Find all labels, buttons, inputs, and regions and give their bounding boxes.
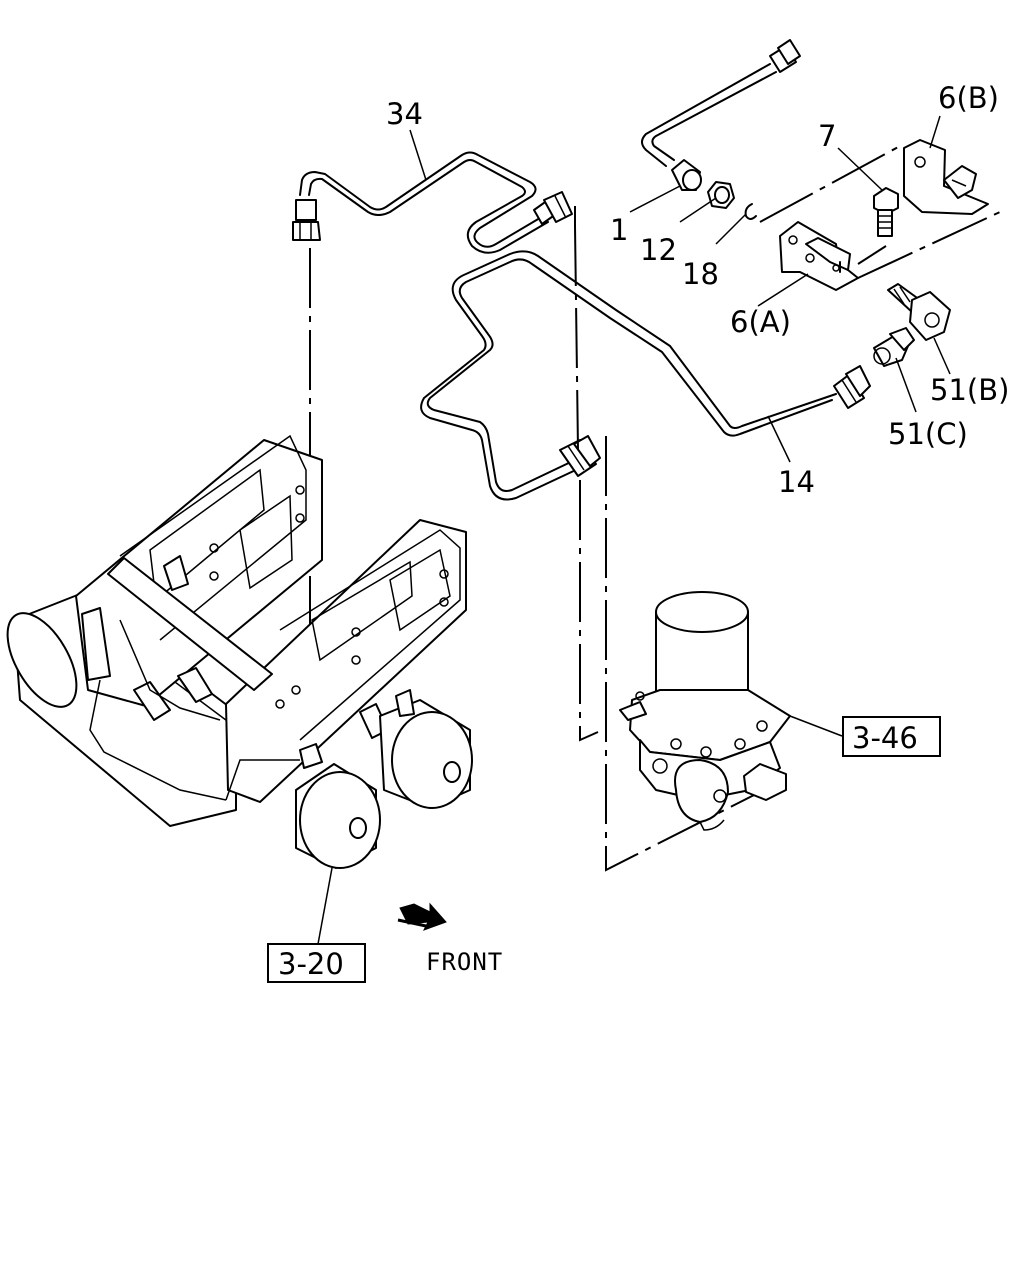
leader-lines [409,115,951,463]
air-dryer [619,591,791,831]
alignment-line [857,245,887,265]
connection-line [579,480,599,742]
callout-34: 34 [386,97,423,131]
callout-6a: 6(A) [730,305,791,339]
part-18-ring [744,203,757,220]
bracket-6a [779,221,859,291]
bracket-6b [903,139,989,215]
brake-assembly [6,434,473,869]
bolt-7 [873,187,899,237]
fitting-51c [873,327,915,367]
pipe-upper-right [641,39,801,191]
alignment-line [759,145,901,223]
callout-51c: 51(C) [888,417,968,451]
callout-7: 7 [818,119,836,153]
reference-3-20: 3-20 [278,947,344,981]
callout-1: 1 [610,213,628,247]
part-12-nut [707,181,735,209]
front-arrow [397,902,447,931]
callout-6b: 6(B) [938,81,999,115]
callout-12: 12 [640,233,677,267]
pipe-14 [420,250,871,501]
callout-18: 18 [682,257,719,291]
leader-3-46 [789,715,843,737]
callout-14: 14 [778,465,815,499]
pipe-34 [292,151,573,254]
alignment-line [857,211,1001,279]
reference-box-3-46[interactable]: 3-46 [842,716,941,757]
reference-box-3-20[interactable]: 3-20 [267,943,366,983]
fitting-51b [887,283,951,341]
reference-3-46: 3-46 [852,721,918,755]
connection-line [574,206,579,451]
callout-51b: 51(B) [930,373,1009,407]
front-label: FRONT [426,948,503,976]
leader-3-20 [317,867,333,945]
